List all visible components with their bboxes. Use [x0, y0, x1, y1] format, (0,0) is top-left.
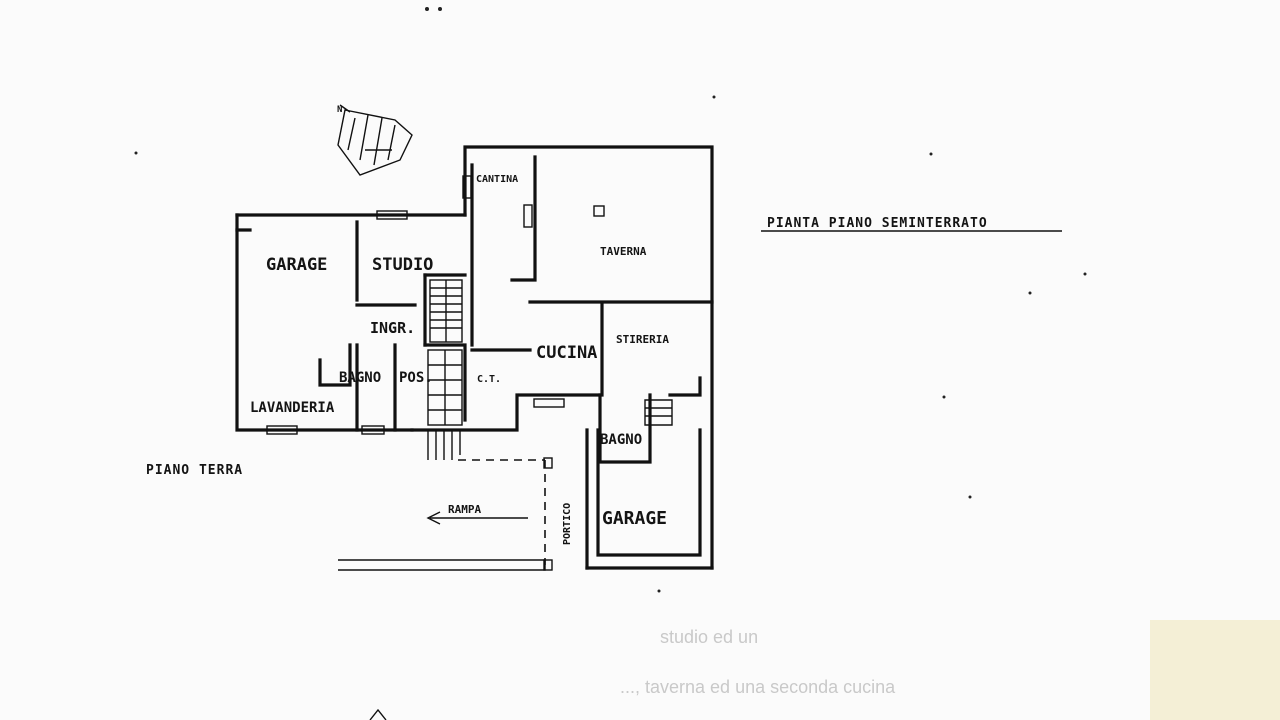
- label-stireria: STIRERIA: [616, 333, 669, 346]
- stairs: [427, 279, 673, 460]
- title-piano-terra: PIANO TERRA: [146, 463, 243, 478]
- fireplace-symbol: [593, 205, 605, 217]
- label-bagno-left: BAGNO: [339, 370, 381, 386]
- label-studio: STUDIO: [372, 255, 433, 275]
- label-garage-left: GARAGE: [266, 255, 327, 275]
- title-semi-group: PIANTA PIANO SEMINTERRATO: [761, 216, 1062, 232]
- label-garage-right: GARAGE: [602, 508, 667, 529]
- portico-outline: [338, 457, 553, 571]
- label-rampa: RAMPA: [448, 503, 481, 516]
- label-ingresso: INGR.: [370, 319, 415, 337]
- label-ct: C.T.: [477, 374, 501, 385]
- faded-text-line1: studio ed un: [660, 627, 758, 647]
- label-cucina: CUCINA: [536, 343, 597, 363]
- title-piano-seminterrato: PIANTA PIANO SEMINTERRATO: [767, 216, 988, 231]
- label-cantina: CANTINA: [476, 174, 518, 185]
- north-label: N: [337, 105, 342, 115]
- label-portico: PORTICO: [562, 503, 573, 545]
- rampa-arrow-icon: [426, 511, 528, 525]
- windows: [266, 175, 565, 435]
- scan-tint: [1150, 620, 1280, 720]
- label-taverna: TAVERNA: [600, 245, 647, 258]
- label-lavanderia: LAVANDERIA: [250, 400, 335, 416]
- faded-text-line2: ..., taverna ed una seconda cucina: [620, 677, 896, 697]
- label-bagno-right: BAGNO: [600, 432, 642, 448]
- north-arrow-icon: N: [337, 104, 413, 176]
- label-pos: POS.: [399, 370, 433, 386]
- corner-mark: [369, 708, 387, 720]
- scan-specks: [134, 7, 1087, 593]
- outer-walls: [235, 145, 714, 570]
- internal-walls: [235, 155, 714, 557]
